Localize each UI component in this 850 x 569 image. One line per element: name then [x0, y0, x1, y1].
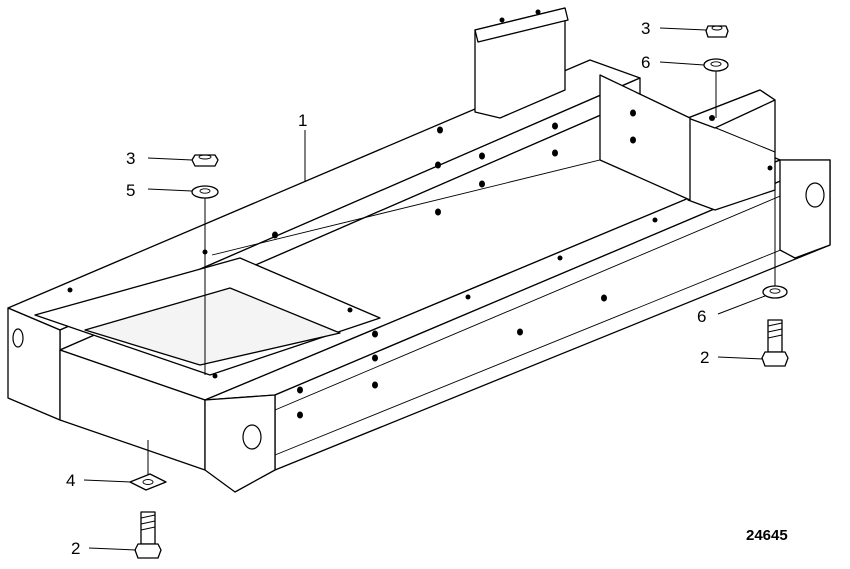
rear-end-block: [779, 159, 831, 259]
rail-flange-line-2: [274, 229, 831, 456]
square-washer-front: [129, 473, 167, 491]
end-bore-rear: [805, 182, 825, 208]
callout-labels: 1 3 5 3 6 6 2 4 2: [66, 19, 709, 558]
end-bore-front: [242, 424, 262, 450]
bolt-axis-rear-lower: [715, 127, 776, 288]
callout-5-front-washer: 5: [126, 181, 135, 200]
frame-holes: [67, 9, 773, 419]
callout-1: 1: [298, 111, 307, 130]
engine-bed-frame: [7, 7, 831, 493]
callout-3-front-nut: 3: [126, 149, 135, 168]
hex-nut-front: [191, 154, 219, 167]
callout-6-rear-washer-top: 6: [641, 53, 650, 72]
hex-bolt-rear: [761, 319, 789, 367]
rail-flange-line-1: [274, 174, 831, 411]
callout-2-rear-bolt: 2: [700, 348, 709, 367]
callout-6-rear-washer-bottom: 6: [697, 307, 706, 326]
leader-lines: [83, 27, 766, 551]
front-plate-opening: [84, 287, 341, 366]
rear-side-panel: [599, 74, 691, 201]
rear-upright-top: [474, 7, 569, 43]
hex-bolt-front: [134, 511, 162, 559]
callout-3-rear-nut: 3: [641, 19, 650, 38]
callout-4-square-washer: 4: [66, 471, 75, 490]
callout-2-front-bolt: 2: [71, 539, 80, 558]
washer-rear-top: [703, 58, 729, 72]
washer-rear-bottom: [762, 285, 788, 299]
washer-front: [191, 185, 219, 199]
end-bore-left: [12, 328, 24, 348]
front-end-block: [204, 394, 276, 493]
hex-nut-rear: [705, 25, 729, 38]
figure-number: 24645: [746, 527, 788, 544]
